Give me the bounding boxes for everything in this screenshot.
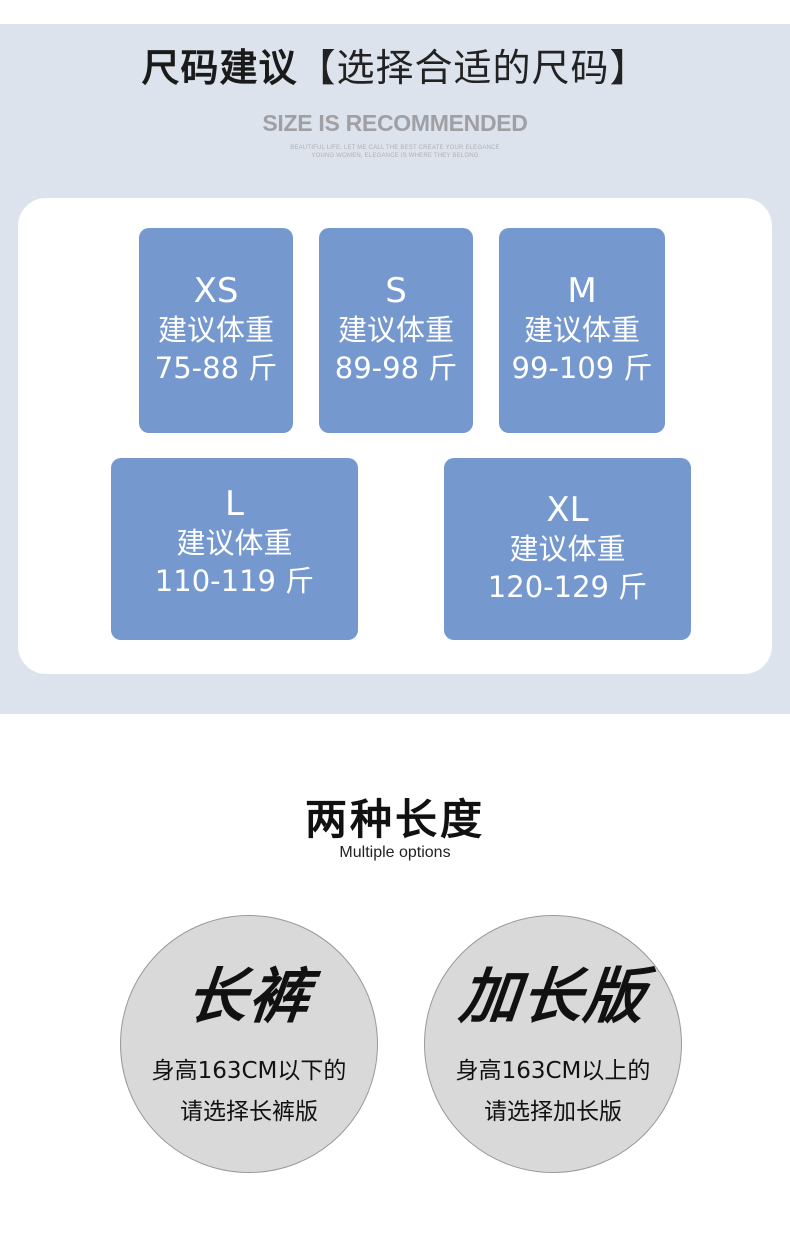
size-card-l: L 建议体重 110-119 斤	[111, 458, 358, 640]
size-card-s: S 建议体重 89-98 斤	[319, 228, 473, 433]
size-weight-label: 建议体重	[523, 313, 640, 347]
size-weight-label: 建议体重	[337, 313, 454, 347]
size-code: S	[385, 271, 407, 311]
top-strip	[0, 0, 790, 24]
size-weight-range: 75-88 斤	[154, 351, 278, 385]
size-weight-label: 建议体重	[176, 526, 293, 560]
length-option-name: 长裤	[183, 962, 315, 1032]
size-panel: XS 建议体重 75-88 斤 S 建议体重 89-98 斤 M 建议体重 99…	[18, 198, 772, 674]
size-title: 尺码建议【选择合适的尺码】	[0, 46, 790, 90]
length-title: 两种长度	[304, 795, 485, 844]
size-code: XL	[546, 490, 589, 530]
length-option-line-2: 请选择长裤版	[180, 1099, 318, 1125]
length-option-regular: 长裤 身高163CM以下的 请选择长裤版	[120, 915, 378, 1173]
length-subtitle: Multiple options	[339, 844, 451, 861]
fine-print: BEAUTIFUL LIFE, LET ME CALL THE BEST CRE…	[0, 144, 790, 160]
fine-print-line-2: YOUNG WOMEN, ELEGANCE IS WHERE THEY BELO…	[311, 153, 479, 159]
size-title-english: SIZE IS RECOMMENDED	[262, 110, 528, 136]
size-code: XS	[193, 271, 239, 311]
size-card-xl: XL 建议体重 120-129 斤	[444, 458, 691, 640]
fine-print-line-1: BEAUTIFUL LIFE, LET ME CALL THE BEST CRE…	[290, 145, 500, 151]
size-weight-label: 建议体重	[509, 532, 626, 566]
length-option-line-2: 请选择加长版	[484, 1099, 622, 1125]
size-code: M	[567, 271, 597, 311]
length-option-line-1: 身高163CM以上的	[455, 1058, 651, 1084]
size-weight-range: 99-109 斤	[511, 351, 653, 385]
size-title-main: 尺码建议	[141, 46, 298, 90]
size-weight-label: 建议体重	[157, 313, 274, 347]
size-weight-range: 120-129 斤	[487, 570, 648, 604]
size-card-m: M 建议体重 99-109 斤	[499, 228, 665, 433]
size-card-xs: XS 建议体重 75-88 斤	[139, 228, 293, 433]
size-title-sub: 【选择合适的尺码】	[297, 46, 649, 90]
length-option-extended: 加长版 身高163CM以上的 请选择加长版	[424, 915, 682, 1173]
length-option-name: 加长版	[456, 962, 650, 1032]
length-option-line-1: 身高163CM以下的	[151, 1058, 347, 1084]
size-code: L	[225, 484, 244, 524]
size-weight-range: 89-98 斤	[334, 351, 458, 385]
size-weight-range: 110-119 斤	[154, 564, 315, 598]
